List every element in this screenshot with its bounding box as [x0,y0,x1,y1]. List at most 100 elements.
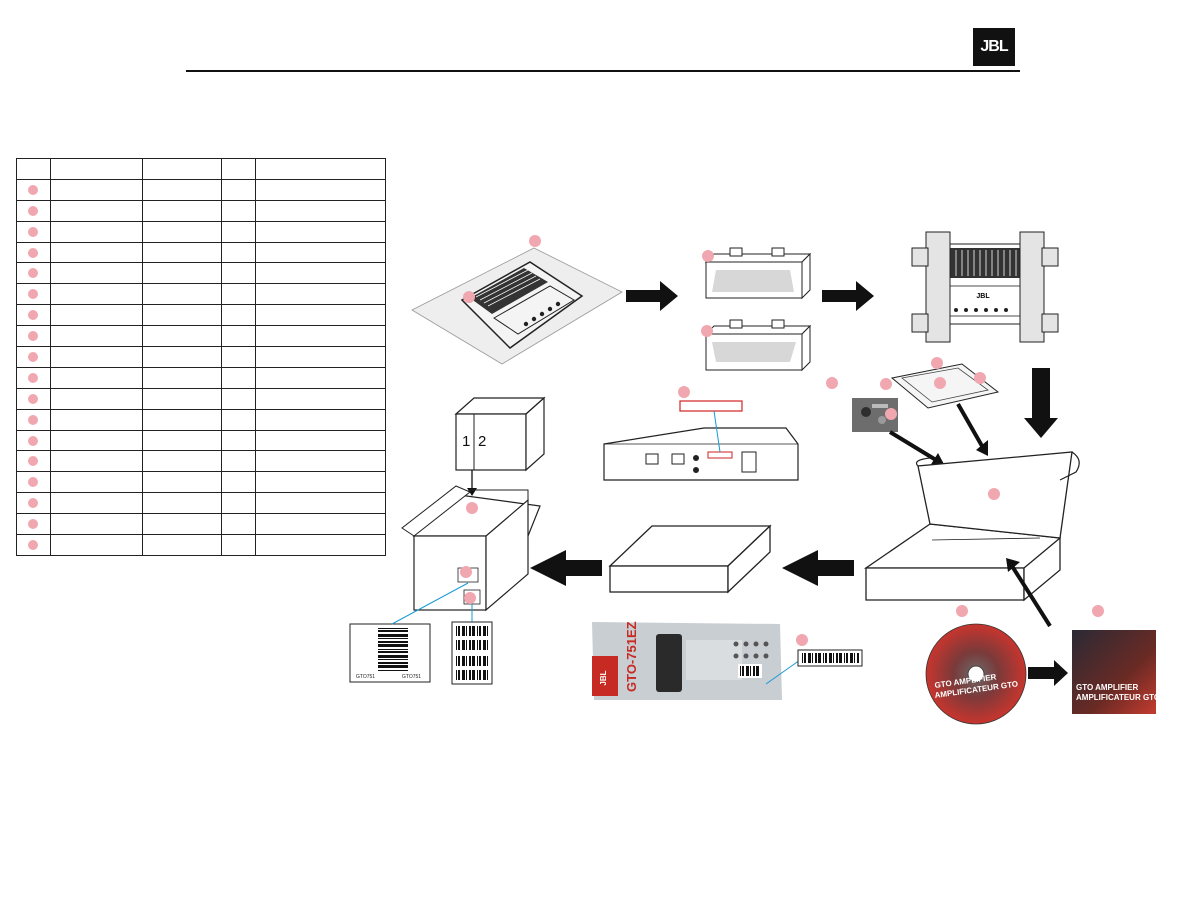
callout-dot [529,235,541,247]
barcode-bar [808,653,811,663]
barcode-bar [742,666,744,676]
foam-tab [911,313,929,333]
table-row [16,429,386,452]
sleeve-title-line-2: AMPLIFICATEUR GTO [1076,693,1160,702]
table-row [16,241,386,264]
barcode-bar [456,626,457,636]
heatsink-fins [949,250,1017,276]
amplifier-heatsink [946,248,1020,278]
barcode-bar [833,653,834,663]
table-cell [255,283,386,306]
callout-dot [28,226,38,237]
barcode-bar [818,653,821,663]
barcode-bar [456,670,457,680]
gift-box-lid-flap [1059,451,1080,481]
sleeve-title-line-1: GTO AMPLIFIER [1076,683,1138,692]
arrow-right-icon [1028,660,1068,686]
callout-dot [934,377,946,389]
callout-dot [463,291,475,303]
table-row [16,283,386,306]
carton-label-2: 2 [478,433,486,450]
table-cell [255,325,386,348]
gift-box-open [863,451,1080,602]
carton-barcode-label: GTO751 GTO751 [349,582,493,685]
barcode-bar [479,670,481,680]
barcode-bar [472,640,475,650]
arrow-head-icon [1006,558,1020,572]
retail-box-photo: JBL GTO-751EZ [592,621,863,700]
carton-label-left-text: GTO751 [356,674,375,680]
barcode-bar [483,626,486,636]
table-row [16,304,386,327]
arrow-right-icon [626,281,678,311]
barcode-bar [487,656,488,666]
amplifier-with-foam: JBL [911,231,1059,343]
table-row [16,366,386,389]
retail-box-model: GTO-751EZ [624,621,639,692]
callout-dot [702,250,714,262]
parts-table [16,158,386,556]
foam-tab [771,319,785,329]
shipping-carton: 1 2 [401,396,546,612]
callout-dot [701,325,713,337]
barcode-bar [378,634,408,637]
cd-sleeve: GTO AMPLIFIER AMPLIFICATEUR GTO [1072,605,1160,714]
retail-box-info-panel [686,640,742,680]
amplifier-in-bag [411,235,623,365]
barcode-bar [378,655,408,658]
barcode-bar [844,653,845,663]
callout-dot [28,498,38,509]
barcode-bar [487,670,488,680]
callout-dot [466,502,478,514]
manual-inner-frame [901,367,989,403]
barcode-bar [378,649,408,650]
barcode-bar [857,653,859,663]
barcode-bar [483,656,486,666]
callout-dot [28,310,38,321]
table-row [16,492,386,515]
barcode-bar [466,640,467,650]
barcode-bar [469,670,471,680]
foam-end-caps [701,247,812,372]
barcode-bar [825,653,827,663]
callout-dot [880,378,892,390]
table-cell [16,534,51,556]
barcode-bar [750,666,751,676]
barcode-bar [466,656,467,666]
foam-tab [1041,313,1059,333]
barcode-bar [378,662,408,664]
barcode-bar [466,626,467,636]
barcode-bar [466,670,467,680]
table-row [16,534,386,556]
manual-packet [890,357,1000,409]
callout-dot [28,184,38,195]
table-cell [16,283,51,306]
barcode-bar [479,656,481,666]
amplifier-knobs [523,301,561,327]
callout-dot [28,247,38,258]
barcode-bar [472,670,475,680]
callout-dot [28,205,38,216]
barcode-bar [839,653,842,663]
barcode-bar [804,653,806,663]
barcode-bar [812,653,813,663]
arrow-shaft [888,430,938,462]
callout-dot [28,351,38,362]
barcode-bar [469,626,471,636]
arrow-head-icon [976,440,988,456]
foam-side-face [801,252,811,300]
cd-hole [967,665,985,683]
barcode-bar [850,653,853,663]
heatsink-fins [475,269,541,307]
table-row [16,178,386,201]
barcode-bar [378,659,408,660]
foam-tab [911,247,929,267]
barcode-bar [378,628,408,629]
callout-dot [988,488,1000,500]
foam-tab [1041,247,1059,267]
amplifier-side-view [603,386,799,481]
barcode-bar [462,640,465,650]
logo-text: JBL [980,38,1008,55]
cd-disc: GTO AMPLIFIER AMPLIFICATEUR GTO [925,605,1027,725]
